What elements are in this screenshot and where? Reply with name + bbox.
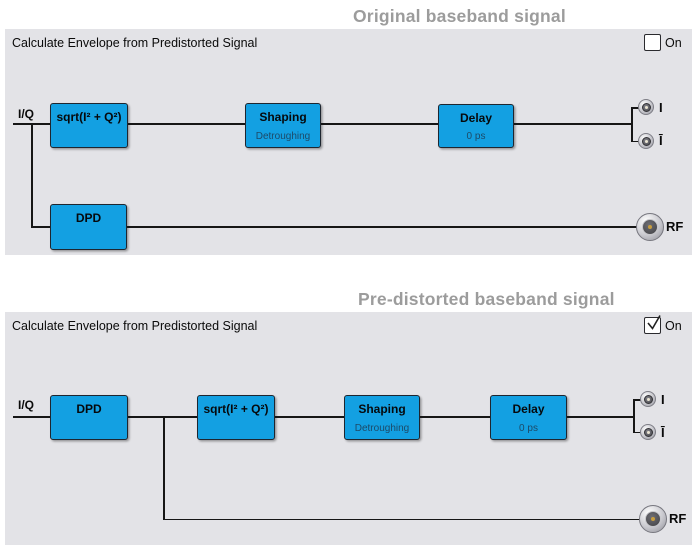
checkbox-on-label: On	[665, 319, 682, 333]
rf-output-label: RF	[666, 219, 684, 234]
block-delay[interactable]: Delay 0 ps	[438, 104, 514, 148]
connector-pin-icon	[642, 219, 658, 235]
wire	[567, 416, 633, 418]
block-shaping[interactable]: Shaping Detroughing	[344, 395, 420, 440]
checkbox-on-label: On	[665, 36, 682, 50]
wire	[163, 518, 639, 520]
i-output-label: I	[661, 392, 665, 407]
connector-pin-icon	[643, 394, 653, 404]
wire	[127, 226, 637, 228]
original-baseband-title: Original baseband signal	[353, 6, 566, 26]
wire	[631, 107, 633, 142]
wire	[633, 431, 642, 433]
block-delay[interactable]: Delay 0 ps	[490, 395, 567, 440]
wire	[321, 123, 438, 125]
wire	[633, 399, 635, 433]
wire	[631, 140, 640, 142]
iq-input-label: I/Q	[18, 107, 35, 121]
i-output-connector[interactable]	[640, 391, 656, 407]
wire	[420, 416, 490, 418]
iq-input-label: I/Q	[18, 398, 35, 412]
wire	[514, 123, 631, 125]
i-output-connector[interactable]	[638, 99, 654, 115]
wire	[631, 107, 640, 109]
predistorted-baseband-title: Pre-distorted baseband signal	[358, 289, 615, 309]
block-sqrt-envelope[interactable]: sqrt(I² + Q²)	[50, 103, 128, 148]
calculate-envelope-checkbox[interactable]	[644, 34, 661, 51]
connector-pin-icon	[641, 136, 651, 146]
checkmark-icon	[647, 315, 661, 330]
rf-output-connector[interactable]	[636, 213, 664, 241]
i-bar-output-label: Ī	[661, 425, 665, 440]
block-dpd[interactable]: DPD	[50, 204, 127, 250]
connector-pin-icon	[645, 511, 661, 527]
i-bar-output-connector[interactable]	[638, 133, 654, 149]
wire	[128, 416, 197, 418]
panel-predistorted-baseband: Calculate Envelope from Predistorted Sig…	[5, 312, 692, 545]
calculate-envelope-label: Calculate Envelope from Predistorted Sig…	[12, 319, 258, 333]
block-sqrt-envelope[interactable]: sqrt(I² + Q²)	[197, 395, 275, 440]
panel-original-baseband: Calculate Envelope from Predistorted Sig…	[5, 29, 692, 255]
wire	[31, 123, 33, 227]
wire	[163, 416, 165, 520]
block-shaping[interactable]: Shaping Detroughing	[245, 103, 321, 148]
rf-output-connector[interactable]	[639, 505, 667, 533]
wire	[31, 226, 50, 228]
rf-output-label: RF	[669, 511, 687, 526]
i-bar-output-connector[interactable]	[640, 424, 656, 440]
calculate-envelope-checkbox[interactable]	[644, 315, 661, 334]
i-bar-output-label: Ī	[659, 133, 663, 148]
calculate-envelope-label: Calculate Envelope from Predistorted Sig…	[12, 36, 258, 50]
wire	[128, 123, 245, 125]
wire	[633, 399, 642, 401]
i-output-label: I	[659, 100, 663, 115]
connector-pin-icon	[641, 102, 651, 112]
wire	[13, 416, 50, 418]
connector-pin-icon	[643, 427, 653, 437]
wire	[275, 416, 344, 418]
block-dpd[interactable]: DPD	[50, 395, 128, 440]
